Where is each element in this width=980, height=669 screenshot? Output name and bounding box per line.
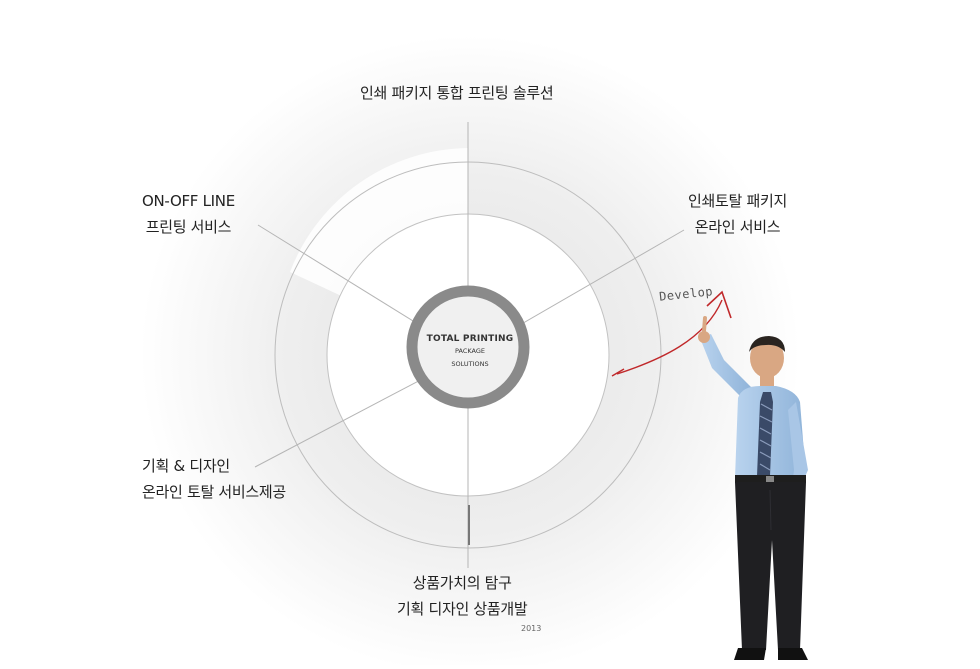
label-right-line2: 온라인 서비스 <box>694 218 781 236</box>
label-bottom-line2: 기획 디자인 상품개발 <box>397 600 528 618</box>
label-bottom-left-line2: 온라인 토탈 서비스제공 <box>142 483 286 501</box>
develop-arrow-tail <box>611 368 625 377</box>
label-right: 인쇄토탈 패키지 온라인 서비스 <box>688 188 787 240</box>
label-top: 인쇄 패키지 통합 프린팅 솔루션 <box>360 80 554 106</box>
center-title-line2: PACKAGE <box>455 347 485 355</box>
label-top-line1: 인쇄 패키지 통합 프린팅 솔루션 <box>360 84 554 102</box>
label-right-line1: 인쇄토탈 패키지 <box>688 192 787 210</box>
label-left: ON-OFF LINE 프린팅 서비스 <box>142 188 235 240</box>
businessman-figure <box>698 316 808 660</box>
year-label: 2013 <box>521 624 542 633</box>
label-bottom-line1: 상품가치의 탐구 <box>412 574 512 592</box>
label-bottom: 상품가치의 탐구 기획 디자인 상품개발 <box>397 570 528 622</box>
center-title: TOTAL PRINTING PACKAGE SOLUTIONS <box>405 333 535 371</box>
develop-arrow <box>616 299 723 375</box>
label-bottom-left-line1: 기획 & 디자인 <box>142 457 230 475</box>
label-left-line1: ON-OFF LINE <box>142 192 235 210</box>
develop-arrow-head <box>706 290 732 319</box>
center-title-line1: TOTAL PRINTING <box>426 334 514 344</box>
center-ring <box>406 285 530 409</box>
label-left-line2: 프린팅 서비스 <box>145 218 232 236</box>
center-title-line3: SOLUTIONS <box>451 360 489 368</box>
label-bottom-left: 기획 & 디자인 온라인 토탈 서비스제공 <box>142 453 286 505</box>
